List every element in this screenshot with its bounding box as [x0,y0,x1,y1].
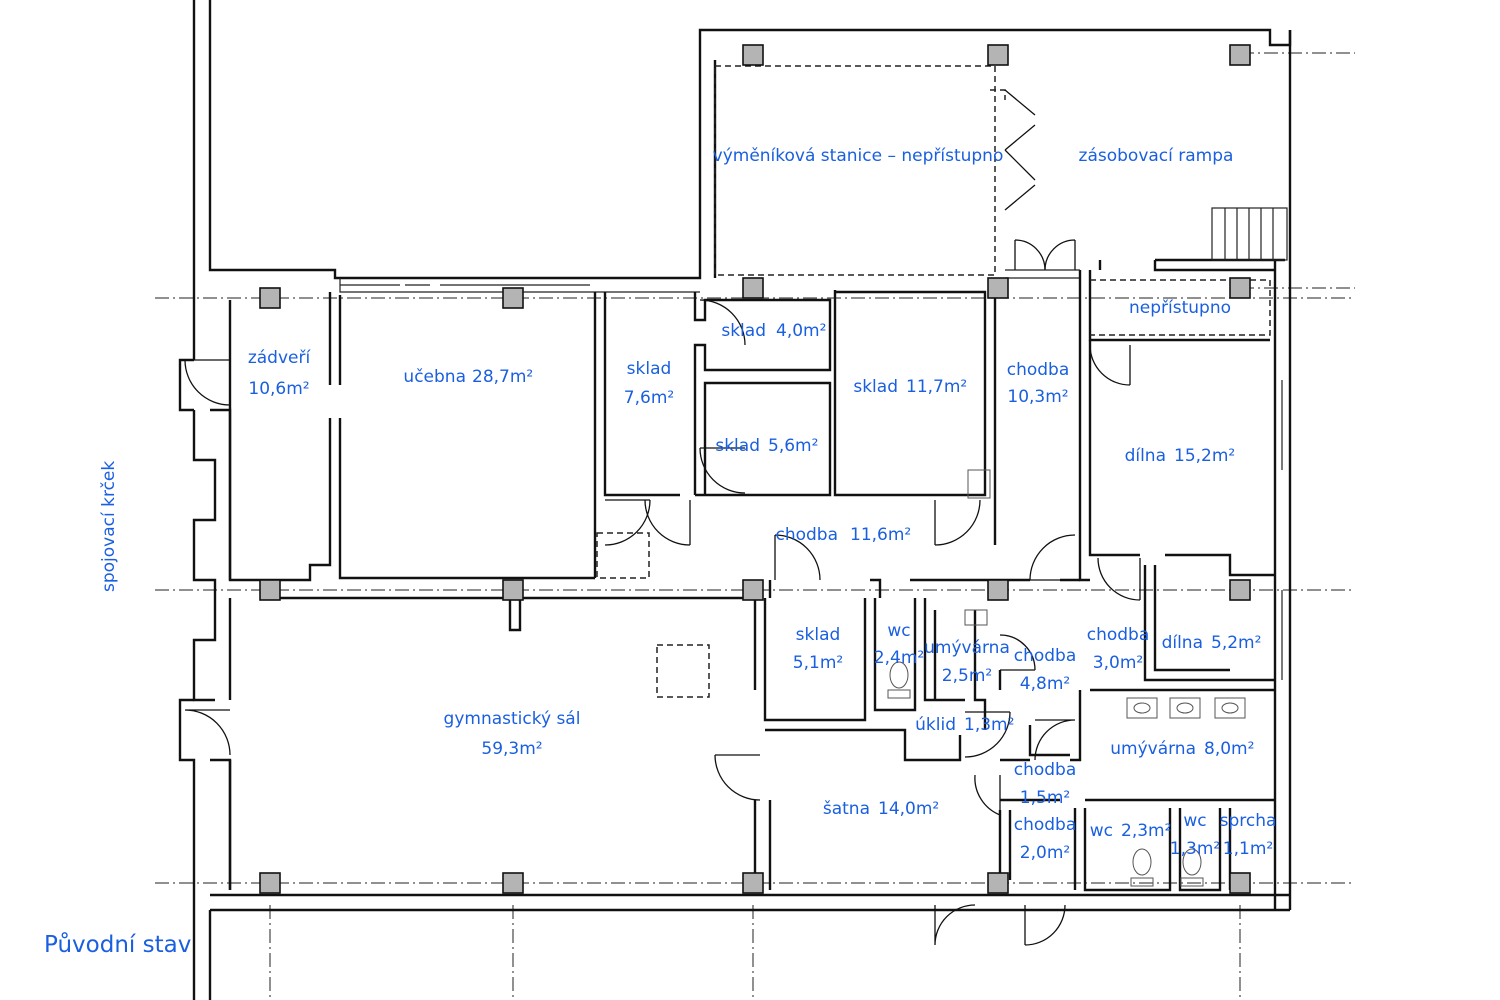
room-sklad51-area: 5,1m² [793,653,843,673]
room-wc23-name: wc [1090,821,1113,841]
room-dilna52-name: dílna [1162,633,1203,653]
room-umyv80-name: umývárna [1110,739,1196,759]
room-neprist-name: nepřístupno [1129,298,1231,318]
room-dilna152-name: dílna [1125,446,1166,466]
room-chodba116-name: chodba [775,525,838,545]
room-sklad56-name: sklad [715,436,760,456]
room-rampa-name: zásobovací rampa [1079,146,1234,166]
room-chodba103-area: 10,3m² [1007,387,1068,407]
room-sklad76-name: sklad [627,359,672,379]
room-umyv25-name: umývárna [924,638,1010,658]
room-wc24-area: 2,4m² [874,648,924,668]
exterior-walls [192,0,1292,1000]
windows [340,269,1283,680]
room-wc13-area: 1,3m² [1170,839,1220,859]
room-umyv25-area: 2,5m² [942,666,992,686]
room-vymenikova-name: výměníková stanice – nepřístupno [713,146,1004,166]
room-chodba103-name: chodba [1007,360,1070,380]
room-satna-name: šatna [823,799,870,819]
side-label-spojovaci-krcek: spojovací krček [99,461,119,592]
room-sklad56-area: 5,6m² [768,436,818,456]
left-piers [178,358,232,910]
ramp-stairs [1211,207,1288,261]
room-sklad40-name: sklad [721,321,766,341]
door-swings [184,89,1141,946]
plan-title: Původní stav [44,931,191,958]
room-chodba15-name: chodba [1014,760,1077,780]
room-sklad51-name: sklad [796,625,841,645]
room-chodba48-name: chodba [1014,646,1077,666]
room-sprcha-area: 1,1m² [1223,839,1273,859]
sanitary-fixtures [887,469,1246,887]
room-sklad76-area: 7,6m² [624,388,674,408]
room-chodba15-area: 1,5m² [1020,788,1070,808]
room-dilna52-area: 5,2m² [1211,633,1261,653]
room-chodba30-area: 3,0m² [1093,653,1143,673]
room-chodba116-area: 11,6m² [850,525,911,545]
room-uklid-name: úklid [915,715,956,735]
room-zadveri-name: zádveří [248,348,312,368]
room-sklad117-name: sklad [853,377,898,397]
room-gym-name: gymnastický sál [444,709,581,729]
room-sklad117-area: 11,7m² [906,377,967,397]
room-chodba20-area: 2,0m² [1020,843,1070,863]
structural-columns [259,44,1251,894]
interior-walls [228,258,1285,892]
room-labels: Původní stav spojovací krček výměníková … [44,146,1276,958]
room-sklad40-area: 4,0m² [776,321,826,341]
room-ucebna-area: 28,7m² [472,367,533,387]
room-uklid-area: 1,3m² [964,715,1014,735]
room-sprcha-name: sprcha [1220,811,1277,831]
room-zadveri-area: 10,6m² [248,379,309,399]
room-wc13-name: wc [1183,811,1206,831]
room-gym-area: 59,3m² [481,739,542,759]
room-chodba30-name: chodba [1087,625,1150,645]
room-chodba48-area: 4,8m² [1020,674,1070,694]
room-dilna152-area: 15,2m² [1174,446,1235,466]
room-wc24-name: wc [887,621,910,641]
room-satna-area: 14,0m² [878,799,939,819]
room-wc23-area: 2,3m² [1121,821,1171,841]
room-umyv80-area: 8,0m² [1204,739,1254,759]
room-ucebna-name: učebna [403,367,466,387]
room-chodba20-name: chodba [1014,815,1077,835]
